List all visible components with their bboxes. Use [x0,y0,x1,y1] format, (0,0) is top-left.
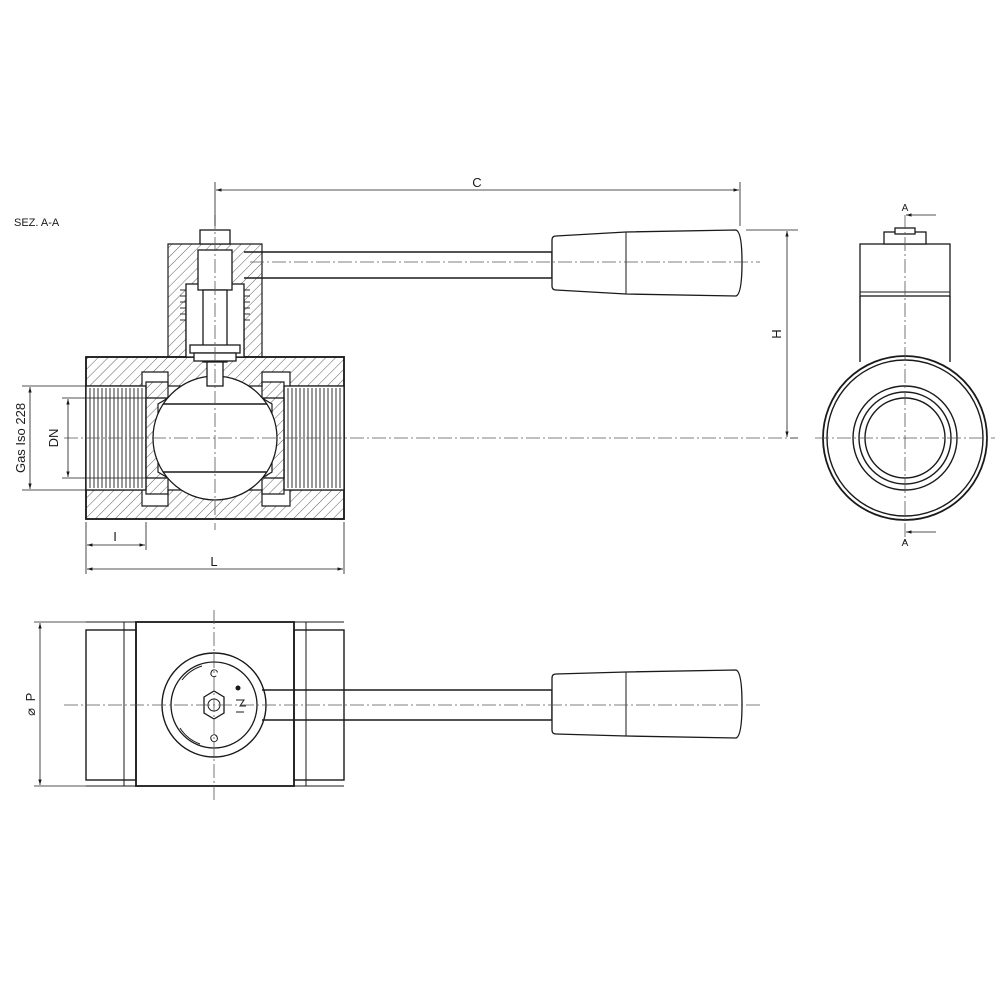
dimension-p [34,621,136,787]
lever-grip-side [551,229,743,297]
dimension-l [85,522,345,574]
top-view-indicator-dot [235,685,241,691]
dimension-h [746,229,798,439]
dimension-p-label: P [23,693,38,702]
dimension-c [214,182,741,226]
top-view [64,610,760,800]
dimension-dn [62,397,146,479]
housing-threads [180,289,250,321]
dimension-p-symbol: ⌀ [23,708,38,716]
dimension-c-label: C [472,175,481,190]
top-view-cap-arc-bottom [179,727,201,745]
dimension-gas-label: Gas Iso 228 [13,403,28,473]
dimension-gas [22,385,86,491]
top-view-cap-arc-top [181,665,203,681]
section-marker-top-label: A [902,203,909,214]
dimension-h-label: H [769,329,784,338]
top-view-body [135,621,295,787]
lever-bar-side [244,251,553,279]
dimension-dn-label: DN [46,429,61,448]
section-marker-bottom-label: A [902,538,909,549]
brand-logo-icon [236,699,246,713]
dimension-l-label: L [210,554,217,569]
dimension-i-label: I [113,529,117,544]
cap-marking-closed: C [208,667,220,681]
end-view [815,213,995,545]
dimension-i [87,522,147,550]
lever-grip-top [551,669,743,739]
section-title: SEZ. A-A [14,217,60,229]
section-view [64,215,790,530]
